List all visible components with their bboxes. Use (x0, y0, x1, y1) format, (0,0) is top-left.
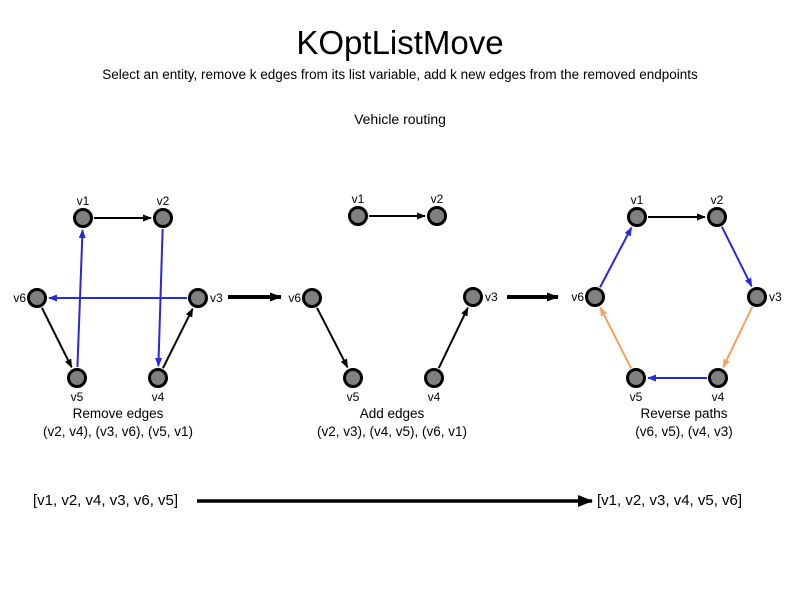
node-label-v1: v1 (352, 192, 365, 206)
edge-v2-v3 (721, 226, 753, 288)
list-before: [v1, v2, v4, v3, v6, v5] (33, 492, 179, 509)
edge-v4-v3 (437, 306, 469, 369)
node-label-v4: v4 (152, 390, 165, 404)
caption-remove-edges: Remove edges (v2, v4), (v3, v6), (v5, v1… (0, 405, 238, 441)
node-v1 (348, 206, 368, 226)
node-v3 (463, 287, 483, 307)
caption-remove-edges-list: (v2, v4), (v3, v6), (v5, v1) (42, 424, 194, 439)
node-v5 (626, 368, 646, 388)
caption-reverse-paths-title: Reverse paths (640, 406, 728, 421)
node-label-v4: v4 (712, 390, 725, 404)
node-label-v2: v2 (711, 193, 724, 207)
node-v6 (27, 288, 47, 308)
graph-add-edges: v1 v2 v6 v3 v5 v4 (288, 192, 498, 404)
edge-v5-v6 (599, 306, 632, 369)
node-v6 (585, 287, 605, 307)
edge-v3-v4 (722, 306, 754, 369)
page-title: KOptListMove (296, 24, 504, 61)
node-label-v6: v6 (571, 290, 584, 304)
node-label-v1: v1 (631, 193, 644, 207)
edge-v4-v3 (162, 307, 194, 369)
node-v3 (188, 288, 208, 308)
node-v1 (73, 208, 93, 228)
node-v4 (708, 368, 728, 388)
edge-v6-v5 (41, 307, 73, 369)
graph-reverse-paths: v1 v2 v6 v3 v5 v4 (571, 193, 782, 404)
caption-reverse-paths-list: (v6, v5), (v4, v3) (635, 424, 733, 439)
page-subtitle: Select an entity, remove k edges from it… (102, 67, 698, 82)
caption-reverse-paths: Reverse paths (v6, v5), (v4, v3) (564, 405, 800, 441)
node-v2 (427, 206, 447, 226)
node-v5 (67, 368, 87, 388)
node-label-v2: v2 (431, 192, 444, 206)
edge-v6-v1 (599, 226, 633, 288)
caption-remove-edges-title: Remove edges (72, 406, 164, 421)
node-label-v6: v6 (288, 291, 301, 305)
graph-remove-edges: v1 v2 v6 v3 v5 v4 (13, 194, 223, 404)
node-label-v4: v4 (428, 390, 441, 404)
scenario-label: Vehicle routing (354, 111, 446, 127)
node-label-v3: v3 (769, 290, 782, 304)
node-v4 (148, 368, 168, 388)
caption-add-edges: Add edges (v2, v3), (v4, v5), (v6, v1) (272, 405, 512, 441)
node-v1 (627, 207, 647, 227)
caption-add-edges-title: Add edges (359, 406, 425, 421)
node-label-v5: v5 (71, 390, 84, 404)
node-label-v1: v1 (77, 194, 90, 208)
caption-add-edges-list: (v2, v3), (v4, v5), (v6, v1) (316, 424, 468, 439)
list-after: [v1, v2, v3, v4, v5, v6] (597, 492, 743, 509)
node-label-v6: v6 (13, 291, 26, 305)
edge-v6-v5 (316, 307, 349, 369)
node-label-v5: v5 (630, 390, 643, 404)
node-label-v3: v3 (485, 290, 498, 304)
node-label-v3: v3 (210, 291, 223, 305)
node-label-v5: v5 (347, 390, 360, 404)
node-label-v2: v2 (157, 194, 170, 208)
node-v4 (424, 368, 444, 388)
node-v2 (707, 207, 727, 227)
node-v3 (747, 287, 767, 307)
node-v2 (153, 208, 173, 228)
node-v5 (343, 368, 363, 388)
node-v6 (302, 288, 322, 308)
